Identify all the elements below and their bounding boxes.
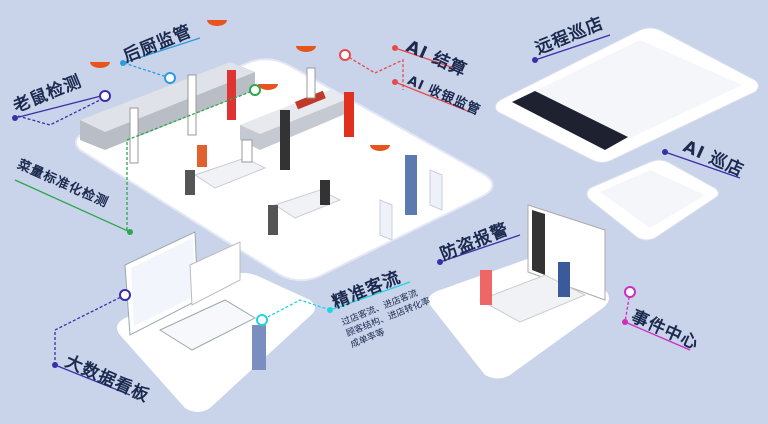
camera-icon — [90, 62, 110, 68]
people — [129, 67, 417, 235]
connector-dots — [12, 45, 668, 368]
connector-lines — [14, 34, 741, 396]
event-center-platform — [428, 204, 609, 379]
camera-icons — [90, 20, 390, 151]
camera-icon — [207, 20, 227, 26]
camera-icon — [296, 46, 316, 52]
ai-inspection-tablet — [586, 159, 719, 241]
remote-inspection-tablet — [494, 27, 759, 163]
security-gates — [379, 169, 443, 241]
dashboard-platform — [116, 231, 315, 412]
camera-icon — [370, 145, 390, 151]
camera-icon — [258, 84, 278, 90]
